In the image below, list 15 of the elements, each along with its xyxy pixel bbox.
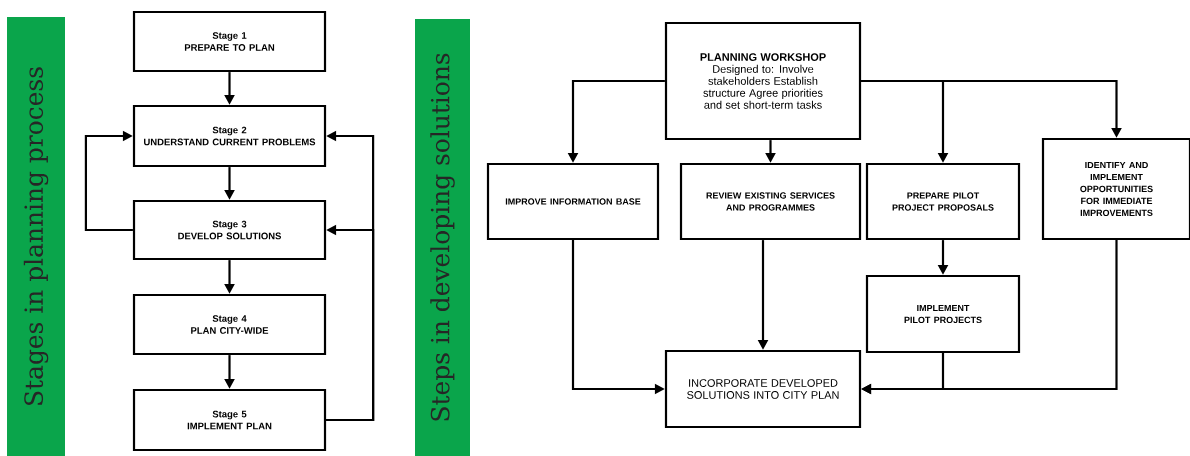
step-box: REVIEW EXISTING SERVICES AND PROGRAMMES bbox=[679, 162, 862, 241]
stage-box: Stage 2 UNDERSTAND CURRENT PROBLEMS bbox=[132, 104, 327, 168]
heading-band: Steps in developing solutions bbox=[415, 19, 470, 456]
step-box: IMPROVE INFORMATION BASE bbox=[486, 162, 660, 241]
step-box: INCORPORATE DEVELOPED SOLUTIONS INTO CITY PLAN bbox=[664, 349, 862, 429]
step-box: IDENTIFY AND IMPLEMENT OPPORTUNITIES FOR IMMEDIATE IMPROVEMENTS bbox=[1041, 137, 1190, 241]
stage-box: Stage 3 DEVELOP SOLUTIONS bbox=[132, 199, 327, 261]
stage-box: Stage 1 PREPARE TO PLAN bbox=[132, 10, 327, 73]
heading-band: Stages in planning process bbox=[7, 17, 65, 456]
step-box: IMPLEMENT PILOT PROJECTS bbox=[865, 274, 1021, 354]
arrow bbox=[84, 130, 133, 232]
step-box: PREPARE PILOT PROJECT PROPOSALS bbox=[865, 162, 1021, 241]
workshop-box: PLANNING WORKSHOP Designed to: Involve stakeholders Establish structure Agree priorities and set short-term tasks bbox=[664, 21, 862, 141]
stage-box: Stage 5 IMPLEMENT PLAN bbox=[132, 388, 327, 452]
stage-box: Stage 4 PLAN CITY-WIDE bbox=[132, 293, 327, 356]
